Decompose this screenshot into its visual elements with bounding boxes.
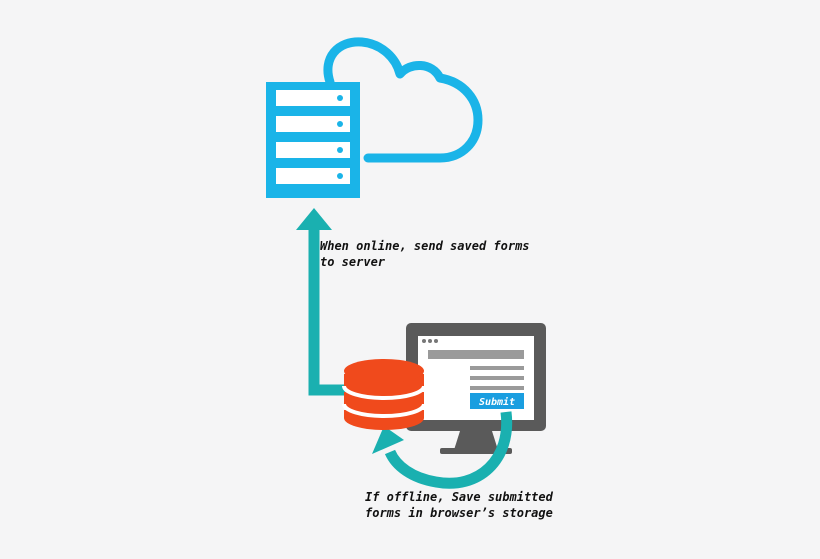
online-sync-caption: When online, send saved forms to server — [320, 238, 530, 270]
submit-button[interactable]: Submit — [470, 393, 524, 409]
offline-caption-line-2: forms in browser’s storage — [365, 506, 553, 520]
online-caption-line-1: When online, send saved forms — [320, 239, 530, 253]
database-icon — [342, 359, 426, 430]
offline-save-caption: If offline, Save submitted forms in brow… — [365, 489, 553, 521]
cloud-icon — [323, 37, 483, 163]
online-caption-line-2: to server — [320, 255, 386, 269]
monitor-icon — [406, 323, 546, 454]
offline-caption-line-1: If offline, Save submitted — [365, 490, 553, 504]
save-arrow-icon — [372, 411, 513, 489]
upload-arrow-icon — [296, 208, 350, 396]
server-icon — [266, 82, 360, 198]
submit-label: Submit — [479, 396, 515, 408]
